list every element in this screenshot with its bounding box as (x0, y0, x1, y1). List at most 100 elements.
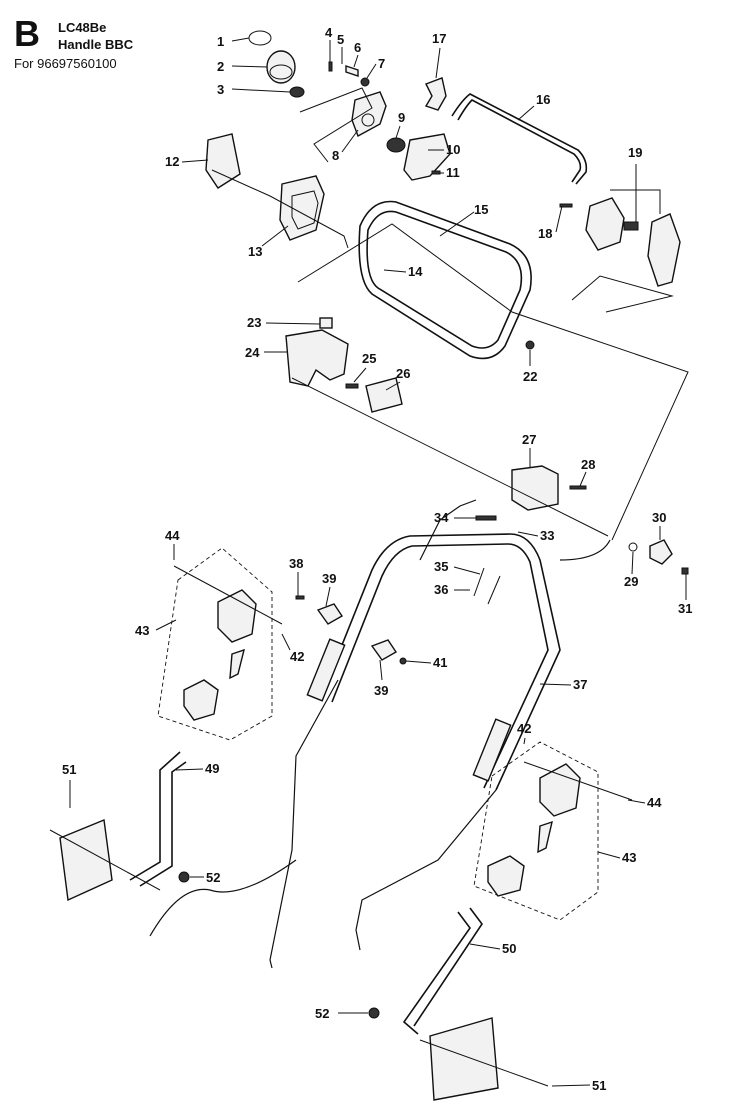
leader-13 (261, 225, 289, 247)
leader-39-upper (325, 586, 331, 607)
callout-39-upper: 39 (322, 571, 336, 586)
callout-7: 7 (378, 56, 385, 71)
callout-labels: 1 2 3 4 5 6 7 8 9 10 11 12 13 14 15 16 1… (62, 25, 692, 1093)
leader-16 (517, 105, 535, 121)
leader-8 (341, 129, 359, 153)
leader-9 (395, 125, 401, 139)
leader-23 (265, 322, 321, 325)
leader-7 (366, 63, 377, 79)
leader-39-lower (379, 659, 383, 681)
part-52-left-knob (178, 871, 190, 883)
callout-35: 35 (434, 559, 448, 574)
part-38-screw (295, 595, 305, 600)
callout-19: 19 (628, 145, 642, 160)
model-code: LC48Be (58, 20, 107, 35)
leader-51-right (551, 1084, 591, 1087)
leader-37 (539, 683, 572, 686)
guide-line-51-right (419, 1039, 549, 1087)
callout-12: 12 (165, 154, 179, 169)
callout-8: 8 (332, 148, 339, 163)
callout-34: 34 (434, 510, 449, 525)
serial-number: For 96697560100 (14, 56, 117, 71)
callout-6: 6 (354, 40, 361, 55)
control-cable-left-bow (149, 859, 297, 937)
callout-29: 29 (624, 574, 638, 589)
callout-13: 13 (248, 244, 262, 259)
callout-43-right: 43 (622, 850, 636, 865)
part-26-bracket (365, 377, 403, 413)
part-19-knob (623, 221, 639, 231)
part-37-lower-handle-inner (331, 543, 549, 789)
leader-26 (385, 381, 401, 391)
part-27-clamp (511, 465, 559, 511)
part-51-right-bracket (429, 1017, 499, 1101)
guide-line-26 (291, 377, 609, 537)
leader-50 (469, 943, 501, 950)
section-letter: B (14, 13, 40, 54)
part-43-lever-left (229, 648, 245, 680)
control-cable-right (355, 789, 497, 951)
callout-51-left: 51 (62, 762, 76, 777)
callout-28: 28 (581, 457, 595, 472)
part-34-screw (475, 515, 497, 521)
part-41-nut (399, 657, 407, 665)
control-cable-upper (419, 499, 477, 561)
guide-line-44 (173, 565, 283, 625)
part-11-screw (431, 170, 441, 175)
diagram-subtitle: Handle BBC (58, 37, 134, 52)
part-37-grip-left (306, 638, 346, 702)
part-43-lower-left (183, 679, 219, 721)
part-23-cap (319, 317, 333, 329)
callout-3: 3 (217, 82, 224, 97)
callout-33: 33 (540, 528, 554, 543)
callout-42-left: 42 (290, 649, 304, 664)
leader-3 (231, 88, 291, 93)
part-49-left-leg-inner (139, 761, 187, 887)
part-1-ring (248, 30, 272, 46)
leader-6 (353, 54, 359, 68)
guide-line-24 (297, 223, 689, 541)
callout-25: 25 (362, 351, 376, 366)
part-12-bracket (205, 133, 241, 189)
part-7-nut (360, 77, 370, 87)
part-2-knob (266, 50, 296, 84)
callout-36: 36 (434, 582, 448, 597)
part-9-spring (386, 137, 406, 153)
callout-24: 24 (245, 345, 260, 360)
part-52-right-knob (368, 1007, 380, 1019)
part-8-hole (361, 113, 375, 127)
part-43-upper-left (217, 589, 257, 643)
control-cable-upper-right (559, 539, 611, 561)
callout-44-right: 44 (647, 795, 662, 810)
leader-1 (231, 37, 250, 42)
callout-17: 17 (432, 31, 446, 46)
callout-41: 41 (433, 655, 447, 670)
leader-17 (435, 47, 441, 79)
part-39-clamp-upper (316, 603, 343, 625)
part-17-lever (424, 77, 447, 111)
part-19-handle (647, 213, 681, 287)
part-35-bolt (473, 567, 485, 597)
leader-19 (610, 189, 661, 214)
guide-line-13 (299, 87, 373, 163)
leader-42-right (523, 737, 526, 745)
part-22-nut (525, 340, 535, 350)
callout-52-left: 52 (206, 870, 220, 885)
leader-29 (631, 551, 634, 575)
part-49-left-leg (129, 751, 181, 881)
callout-52-right: 52 (315, 1006, 329, 1021)
part-16-bail-rod (451, 93, 588, 185)
leader-14 (383, 269, 407, 273)
part-15-inner (366, 210, 523, 349)
part-16-bail-rod-inner (457, 99, 582, 183)
part-4-screw (328, 61, 333, 72)
part-29-washer (628, 542, 638, 552)
callout-2: 2 (217, 59, 224, 74)
part-37-grip-right (472, 718, 512, 782)
leader-2 (231, 65, 268, 68)
callout-44-left: 44 (165, 528, 180, 543)
leader-43-right (597, 851, 621, 859)
leader-44-right (627, 799, 646, 804)
callout-18: 18 (538, 226, 552, 241)
